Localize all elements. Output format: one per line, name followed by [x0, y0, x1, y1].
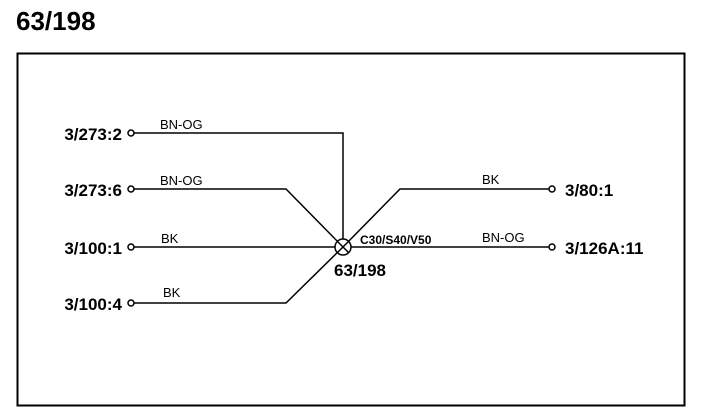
pin-label-3-273-6: 3/273:6	[64, 181, 122, 200]
wire-3-80-1[interactable]	[342, 188, 550, 248]
pin-label-3-100-1: 3/100:1	[64, 239, 122, 258]
wire-3-100-4[interactable]	[133, 246, 344, 304]
diagram-frame	[16, 52, 686, 407]
terminal-3-273-6[interactable]	[127, 185, 135, 193]
pin-label-3-100-4: 3/100:4	[64, 295, 122, 314]
wire-color-label-3-100-1: BK	[161, 231, 179, 246]
terminal-3-100-1[interactable]	[127, 243, 135, 251]
terminal-3-273-2[interactable]	[127, 129, 135, 137]
pin-label-3-273-2: 3/273:2	[64, 125, 122, 144]
wire-color-label-3-80-1: BK	[482, 172, 500, 187]
splice-node-icon[interactable]	[334, 238, 352, 256]
pin-label-3-80-1: 3/80:1	[565, 181, 613, 200]
wire-color-label-3-273-6: BN-OG	[160, 173, 203, 188]
splice-id-label: 63/198	[334, 261, 386, 280]
page-title: 63/198	[16, 6, 96, 36]
splice-variant-label: C30/S40/V50	[360, 233, 432, 247]
terminal-3-100-4[interactable]	[127, 299, 135, 307]
wire-3-273-6[interactable]	[133, 188, 344, 248]
terminal-3-80-1[interactable]	[548, 185, 556, 193]
wire-3-273-2[interactable]	[133, 132, 344, 247]
wire-color-label-3-273-2: BN-OG	[160, 117, 203, 132]
terminal-3-126a-11[interactable]	[548, 243, 556, 251]
wire-color-label-3-100-4: BK	[163, 285, 181, 300]
pin-label-3-126a-11: 3/126A:11	[565, 239, 643, 258]
wire-color-label-3-126a-11: BN-OG	[482, 230, 525, 245]
